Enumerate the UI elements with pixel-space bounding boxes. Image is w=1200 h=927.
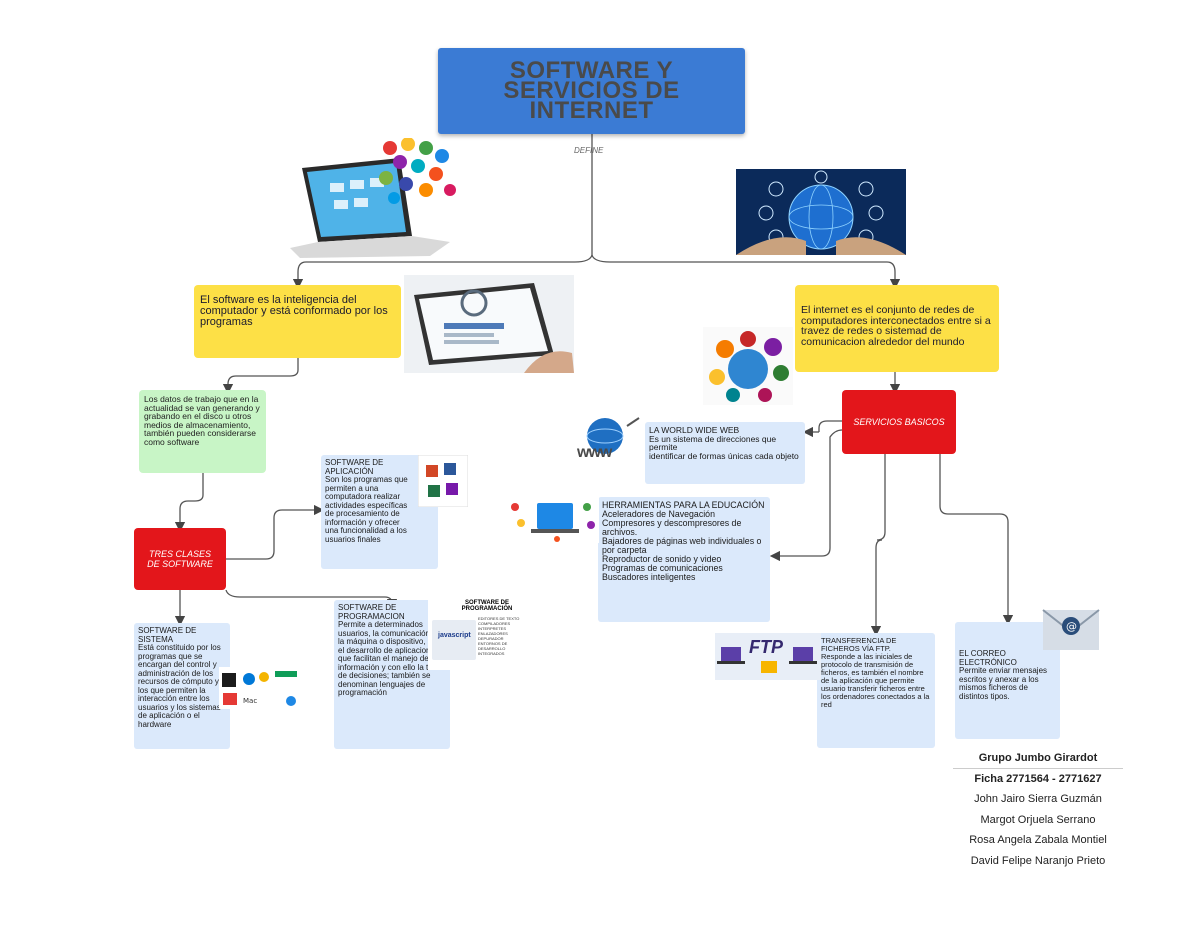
ftp-text: FTP	[749, 637, 783, 657]
prog-item: INTERPRETES	[478, 626, 507, 631]
internet-definition-node: El internet es el conjunto de redes de c…	[795, 285, 999, 372]
tres-clases-node: TRES CLASES DE SOFTWARE	[134, 528, 226, 590]
group-member: Rosa Angela Zabala Montiel	[969, 834, 1107, 846]
os-logos-image: Mac	[219, 667, 301, 709]
software-aplicacion-node: SOFTWARE DE APLICACIÓN Son los programas…	[321, 455, 438, 569]
laptop-settings-image	[404, 275, 574, 373]
education-tools-image	[507, 497, 599, 543]
group-ficha: Ficha 2771564 - 2771627	[974, 772, 1102, 785]
network-globe-image	[736, 169, 906, 255]
internet-apps-image	[703, 327, 793, 405]
globe-icon	[586, 417, 640, 454]
programming-tools-image: SOFTWARE DE PROGRAMACIÓN javascript EDIT…	[428, 600, 528, 670]
servicios-basicos-node: SERVICIOS BASICOS	[842, 390, 956, 454]
www-text: www	[577, 444, 612, 461]
herramientas-node: HERRAMIENTAS PARA LA EDUCACIÓN Acelerado…	[598, 497, 770, 622]
servicios-basicos-label: SERVICIOS BASICOS	[853, 417, 945, 427]
group-credits: Grupo Jumbo Girardot Ficha 2771564 - 277…	[953, 748, 1123, 870]
correo-node: EL CORREO ELECTRÓNICO Permite enviar men…	[955, 622, 1060, 739]
title-node: SOFTWARE Y SERVICIOS DE INTERNET	[438, 48, 745, 134]
software-definition-node: El software es la inteligencia del compu…	[194, 285, 401, 358]
prog-item: COMPILADORES	[478, 621, 511, 626]
svg-text:Mac: Mac	[243, 697, 257, 705]
tres-clases-label: TRES CLASES DE SOFTWARE	[147, 549, 213, 569]
divider	[953, 768, 1123, 769]
prog-item: ENLAZADORES	[478, 631, 508, 636]
software-sistema-node: SOFTWARE DE SISTEMA Está constituido por…	[134, 623, 230, 749]
at-icon: @	[1066, 620, 1077, 633]
javascript-label: javascript	[438, 632, 471, 639]
www-globe-image: www	[575, 414, 645, 466]
group-name: Grupo Jumbo Girardot	[978, 752, 1098, 764]
prog-image-heading: SOFTWARE DE PROGRAMACIÓN	[461, 600, 513, 612]
define-label: DEFINE	[574, 146, 604, 155]
office-apps-image	[418, 455, 468, 507]
prog-item: ENTORNOS DE DESARROLLO INTEGRADOS	[478, 641, 508, 656]
group-member: David Felipe Naranjo Prieto	[970, 854, 1106, 867]
work-data-node: Los datos de trabajo que en la actualida…	[139, 390, 266, 473]
prog-item: EDITORES DE TEXTO	[478, 616, 520, 621]
email-envelope-image: @	[1042, 609, 1100, 650]
ftp-image: FTP	[715, 633, 821, 680]
ftp-node: TRANSFERENCIA DE FICHEROS VÍA FTP. Respo…	[817, 633, 935, 748]
laptop-apps-image	[290, 138, 456, 258]
group-member: Margot Orjuela Serrano	[980, 813, 1096, 826]
www-node: LA WORLD WIDE WEB Es un sistema de direc…	[645, 422, 805, 484]
title-text: SOFTWARE Y SERVICIOS DE INTERNET	[503, 57, 680, 124]
prog-item: DEPURADOR	[478, 636, 504, 641]
group-member: John Jairo Sierra Guzmán	[974, 793, 1102, 805]
